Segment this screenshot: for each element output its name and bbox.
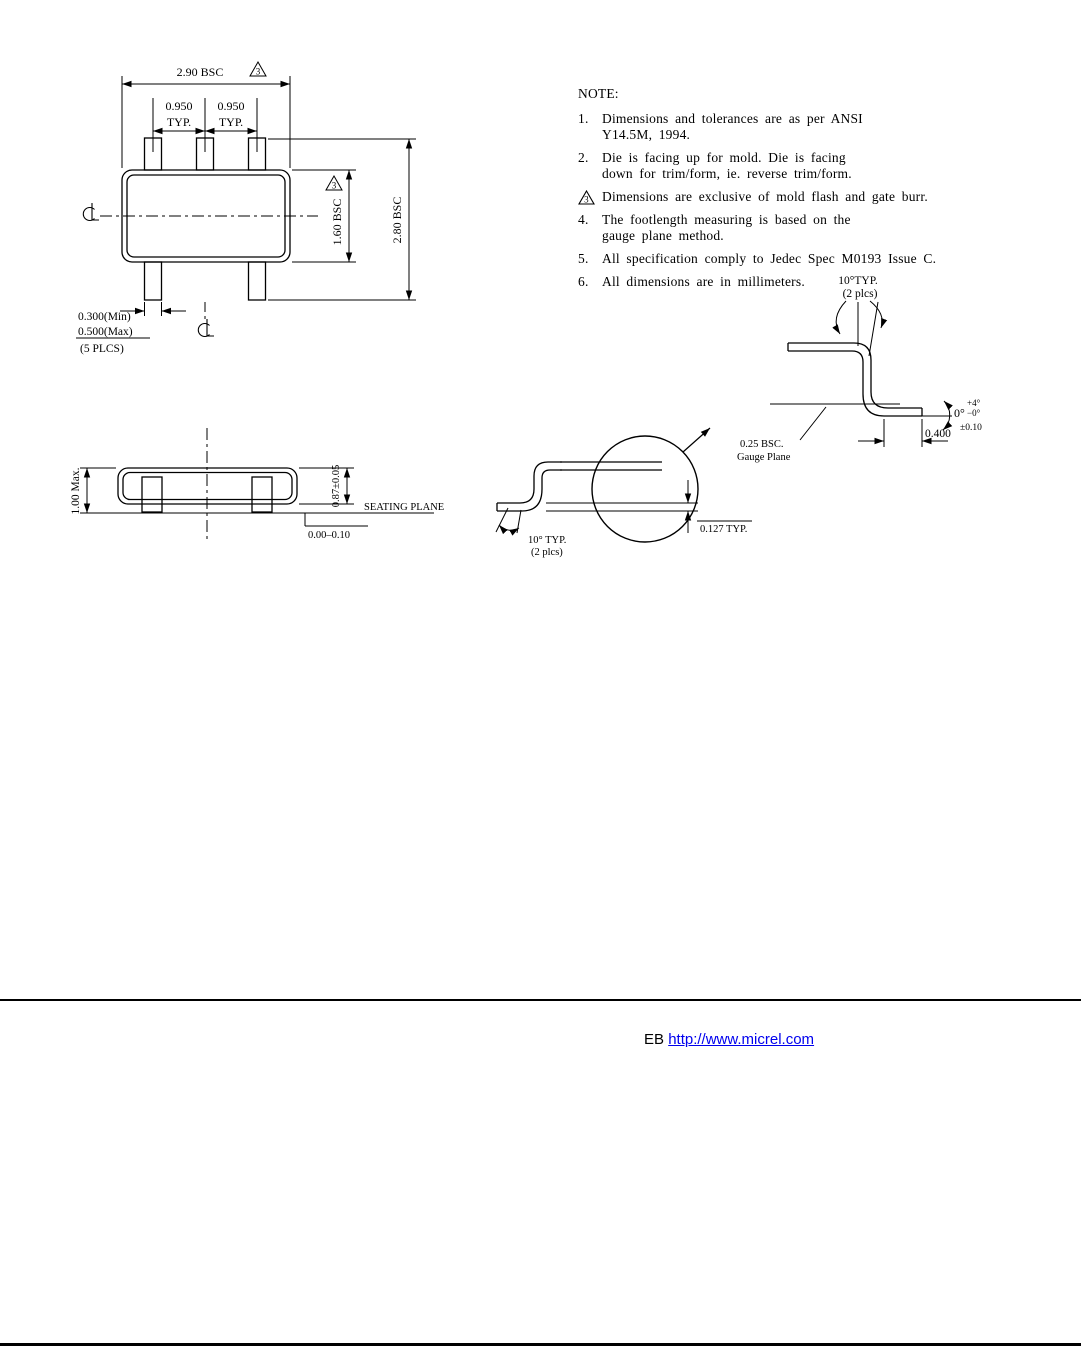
note-item-2: 2. Die is facing up for mold. Die is fac… (578, 150, 1030, 182)
dim-body-height (292, 169, 356, 263)
note-marker-5: 5. (578, 251, 589, 266)
notes-title: NOTE: (578, 86, 619, 101)
dim-lead-width-min: 0.300(Min) (78, 311, 131, 323)
note-marker-4: 4. (578, 212, 589, 227)
footer-text: EB http://www.micrel.com (644, 1031, 814, 1048)
dim-body-width-label: 2.90 BSC (177, 65, 224, 79)
bottom-angle-plcs-label: (2 plcs) (531, 547, 563, 558)
dim-body-thickness-label: 0.87±0.05 (331, 465, 342, 508)
lead-profile (787, 342, 923, 417)
note-flag-number: 3 (256, 67, 261, 77)
dim-foot-length-tol: ±0.10 (960, 423, 982, 433)
detail-arrow (682, 427, 711, 453)
gauge-plane-leader (799, 406, 827, 441)
note-text-6: All dimensions are in millimeters. (602, 274, 805, 290)
note-flag-3-number: 3 (584, 195, 589, 205)
note-item-6: 6. All dimensions are in millimeters. (578, 274, 1030, 290)
side-view: 1.00 Max. 0.87±0.05 SEATING PLANE 0.00–0… (70, 428, 444, 542)
note-item-3: 3 Dimensions are exclusive of mold flash… (578, 189, 1030, 205)
foot-angle-lines (922, 400, 953, 431)
notes-block: NOTE: 1. Dimensions and tolerances are a… (578, 86, 1030, 297)
dim-lead-width-plcs: (5 PLCS) (80, 343, 124, 355)
side-leads (141, 476, 273, 513)
dim-pitch-lines (152, 98, 258, 152)
dim-body-thickness (299, 467, 354, 505)
lead-detail: 0.25 BSC. Gauge Plane 10°TYP. (2 plcs) 0… (495, 275, 982, 558)
note-text-4: The footlength measuring is based on the… (602, 212, 851, 244)
page-bottom-line (0, 1343, 1081, 1346)
dim-lead-thickness (546, 480, 752, 533)
mechanical-drawing: 2.90 BSC 3 0.950 0.950 TYP. TYP. (70, 60, 982, 558)
bottom-angle-label: 10° TYP. (528, 535, 566, 546)
note-marker-1: 1. (578, 111, 589, 126)
bottom-leads (143, 261, 267, 301)
detail-circle (591, 435, 699, 543)
dim-overall-height (268, 138, 416, 301)
dim-pitch-right-label: 0.950 (218, 99, 245, 113)
note-item-4: 4. The footlength measuring is based on … (578, 212, 1030, 244)
note-1-line-1: Dimensions and tolerances are as per ANS… (602, 111, 863, 126)
note-4-line-1: The footlength measuring is based on the (602, 212, 851, 227)
note-1-line-2: Y14.5M, 1994. (602, 127, 691, 142)
dim-pitch-left-label: 0.950 (166, 99, 193, 113)
note-text-3: Dimensions are exclusive of mold flash a… (602, 189, 928, 205)
foot-angle-plus: +4° (967, 398, 981, 408)
footer-divider-line (0, 999, 1081, 1001)
note-5-line-1: All specification comply to Jedec Spec M… (602, 251, 937, 266)
note-marker-6: 6. (578, 274, 589, 289)
note-marker-2: 2. (578, 150, 589, 165)
gauge-dim-label: 0.25 BSC. (740, 439, 783, 450)
dim-foot-length-label: 0.400 (925, 428, 951, 440)
dim-body-width (121, 76, 291, 168)
dim-height-max (80, 467, 116, 513)
note-6-line-1: All dimensions are in millimeters. (602, 274, 805, 289)
top-angle-label: 10°TYP. (838, 275, 878, 287)
foot-angle-minus: −0° (967, 408, 981, 418)
top-angle-plcs-label: (2 plcs) (843, 288, 878, 300)
note-4-line-2: gauge plane method. (602, 228, 724, 243)
small-lead-profile (496, 461, 662, 512)
foot-angle-base: 0° (954, 406, 965, 420)
gauge-plane-label: Gauge Plane (737, 452, 791, 463)
note-flag-triangle-2 (325, 174, 343, 191)
note-flag-icon: 3 (578, 189, 602, 205)
centerline-symbol (82, 203, 99, 221)
note-flag-triangle (249, 60, 267, 77)
dim-pitch-left-typ: TYP. (167, 115, 191, 129)
dim-body-height-label: 1.60 BSC (330, 199, 344, 246)
footer-prefix: EB (644, 1031, 665, 1048)
dim-pitch-right-typ: TYP. (219, 115, 243, 129)
dim-lead-thickness-label: 0.127 TYP. (700, 524, 747, 535)
note-flag-number-2: 3 (332, 181, 337, 191)
dim-foot-length (858, 419, 948, 447)
seating-plane-label: SEATING PLANE (364, 502, 444, 513)
note-2-line-1: Die is facing up for mold. Die is facing (602, 150, 846, 165)
bottom-angle-lines (495, 507, 522, 536)
top-angle-leaders (832, 300, 888, 357)
top-view: 2.90 BSC 3 0.950 0.950 TYP. TYP. (76, 60, 416, 355)
micrel-website-link[interactable]: http://www.micrel.com (668, 1031, 815, 1048)
note-text-5: All specification comply to Jedec Spec M… (602, 251, 936, 267)
note-item-1: 1. Dimensions and tolerances are as per … (578, 111, 1030, 143)
note-text-1: Dimensions and tolerances are as per ANS… (602, 111, 863, 143)
dim-lead-width-max: 0.500(Max) (78, 326, 133, 338)
dim-lead-width (76, 302, 186, 339)
dim-standoff (304, 513, 368, 527)
note-2-line-2: down for trim/form, ie. reverse trim/for… (602, 166, 852, 181)
dim-overall-height-label: 2.80 BSC (390, 197, 404, 244)
note-text-2: Die is facing up for mold. Die is facing… (602, 150, 852, 182)
note-3-line-1: Dimensions are exclusive of mold flash a… (602, 189, 928, 204)
dim-height-max-label: 1.00 Max. (70, 467, 82, 514)
centerline-symbol-bottom (197, 319, 214, 337)
dim-standoff-label: 0.00–0.10 (308, 530, 350, 541)
note-item-5: 5. All specification comply to Jedec Spe… (578, 251, 1030, 267)
